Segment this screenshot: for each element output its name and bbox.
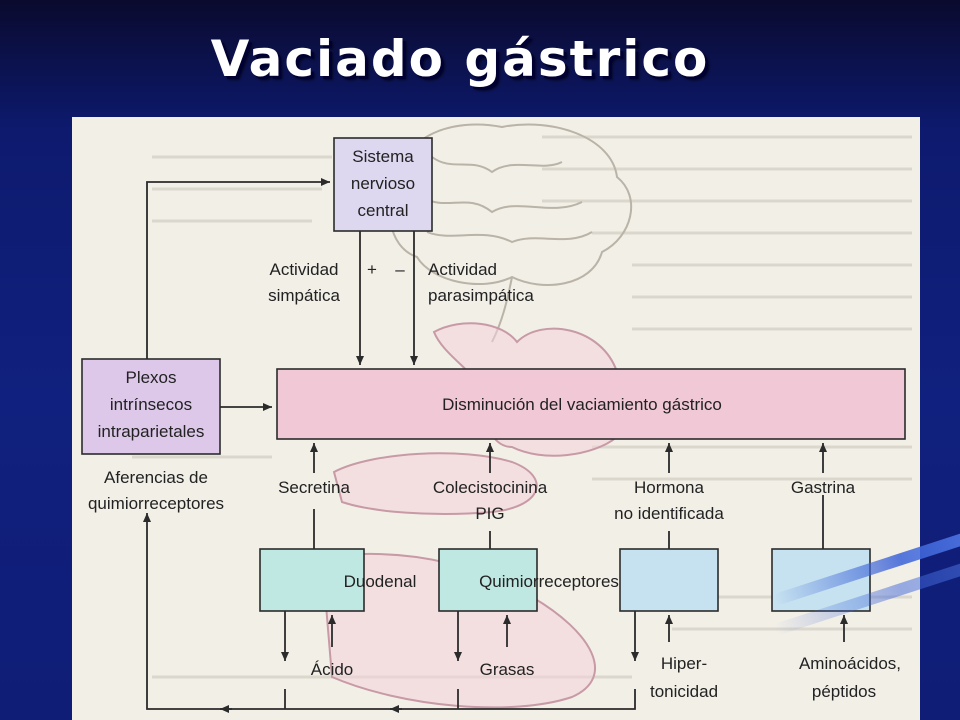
- cns-label-3: central: [357, 201, 408, 220]
- afferents-label-1: Aferencias de: [104, 468, 208, 487]
- chemoreceptors-label: Quimiorreceptores: [479, 572, 619, 591]
- acid-label: Ácido: [311, 660, 354, 679]
- osmoreceptor-box: [619, 548, 719, 612]
- diagram-arrows: [143, 178, 848, 713]
- slide-title: Vaciado gástrico: [210, 30, 710, 88]
- parasympathetic-label-1: Actividad: [428, 260, 497, 279]
- hypertonicity-label-2: tonicidad: [650, 682, 718, 701]
- brain-illustration: [389, 123, 633, 343]
- gastric-emptying-box: [276, 368, 906, 440]
- arrow-plexus-to-cns: [146, 178, 330, 359]
- secretin-label: Secretina: [278, 478, 350, 497]
- cns-label-2: nervioso: [351, 174, 415, 193]
- parasympathetic-sign: –: [395, 260, 405, 279]
- cck-label-1: Colecistocinina: [433, 478, 548, 497]
- parasympathetic-label-2: parasimpática: [428, 286, 534, 305]
- afferents-label-2: quimiorreceptores: [88, 494, 224, 513]
- main-box-label: Disminución del vaciamiento gástrico: [442, 395, 722, 414]
- plexus-label-2: intrínsecos: [110, 395, 192, 414]
- duodenal-receptor-box: [259, 548, 365, 612]
- plexus-box: [81, 358, 221, 455]
- cck-label-2: PIG: [475, 504, 504, 523]
- sympathetic-label-1: Actividad: [270, 260, 339, 279]
- amino-label-2: péptidos: [812, 682, 876, 701]
- cns-box: [333, 137, 433, 232]
- chemoreceptor-box: [438, 548, 538, 612]
- sympathetic-sign: +: [367, 260, 377, 279]
- amino-label-1: Aminoácidos,: [799, 654, 901, 673]
- sympathetic-label-2: simpática: [268, 286, 340, 305]
- plexus-label-1: Plexos: [125, 368, 176, 387]
- hypertonicity-label-1: Hiper-: [661, 654, 707, 673]
- unidentified-hormone-label-2: no identificada: [614, 504, 724, 523]
- fats-label: Grasas: [480, 660, 535, 679]
- duodenal-label: Duodenal: [344, 572, 417, 591]
- gastrin-label: Gastrina: [791, 478, 856, 497]
- unidentified-hormone-label-1: Hormona: [634, 478, 704, 497]
- cns-label-1: Sistema: [352, 147, 414, 166]
- gastric-emptying-diagram: Sistema nervioso central Actividad simpá…: [72, 117, 920, 720]
- plexus-label-3: intraparietales: [98, 422, 205, 441]
